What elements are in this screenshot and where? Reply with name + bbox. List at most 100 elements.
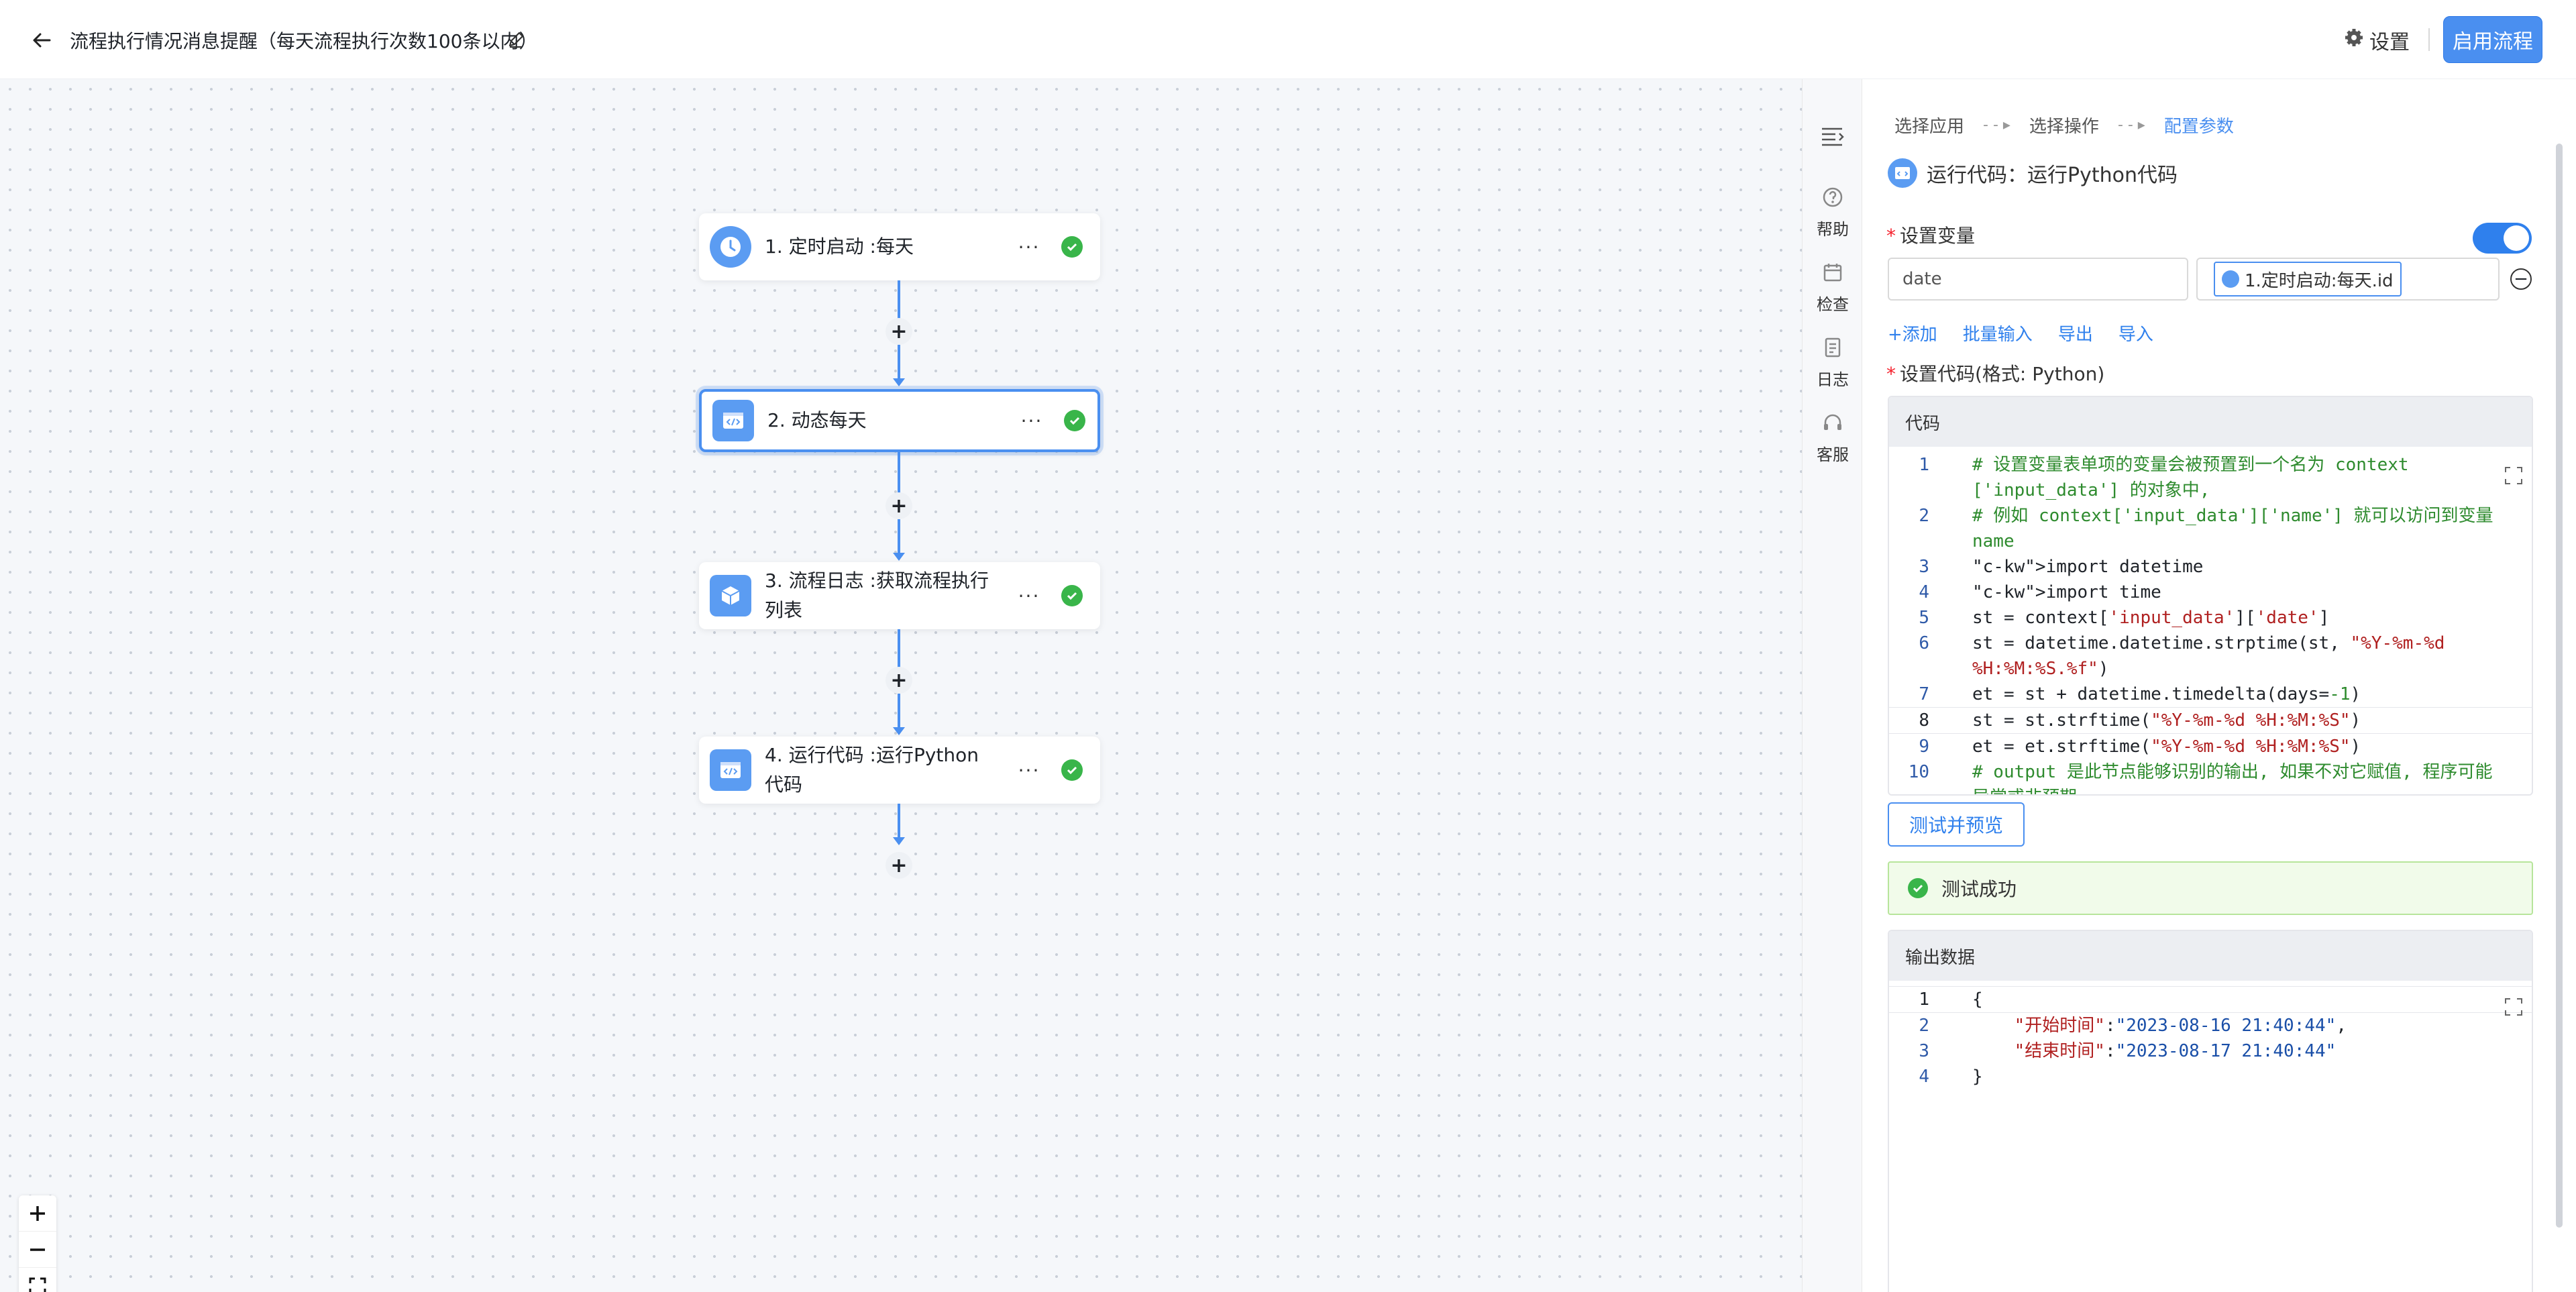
batch-input-link[interactable]: 批量输入: [1962, 325, 2033, 345]
variable-toggle[interactable]: [2473, 223, 2532, 254]
connector-arrow: [893, 837, 905, 845]
settings-label: 设置: [2369, 31, 2410, 54]
back-arrow-icon[interactable]: [27, 25, 56, 55]
code-icon: [1888, 158, 1917, 188]
line-text: name: [1972, 531, 2015, 551]
node-label: 3. 流程日志 :获取流程执行列表: [765, 570, 989, 621]
rail-label: 日志: [1817, 370, 1849, 389]
line-text: st = st.strftime("%Y-%m-%d %H:%M:%S"): [1972, 710, 2361, 731]
line-number: 1: [1919, 989, 1929, 1010]
enable-flow-button[interactable]: 启用流程: [2443, 16, 2542, 63]
flow-title: 流程执行情况消息提醒（每天流程执行次数100条以内）: [70, 30, 538, 52]
line-text: }: [1972, 1067, 1983, 1087]
line-text: ['input_data'] 的对象中,: [1972, 480, 2210, 500]
connector-arrow: [893, 378, 905, 386]
cube-icon: [710, 575, 751, 616]
import-link[interactable]: 导入: [2118, 325, 2153, 345]
success-alert: 测试成功: [1888, 861, 2533, 915]
code-icon: [712, 400, 754, 441]
settings-button[interactable]: 设置: [2344, 25, 2410, 55]
code-line: 10# output 是此节点能够识别的输出, 如果不对它赋值, 程序可能: [1889, 759, 2532, 785]
panel-scrollbar[interactable]: [2556, 144, 2563, 1228]
check-circle-icon: [1061, 759, 1083, 781]
variable-value-tag[interactable]: 1.定时启动:每天.id: [2214, 262, 2402, 297]
flow-node-2[interactable]: 2. 动态每天 ···: [699, 389, 1100, 452]
connector-line: [898, 519, 900, 553]
step-config-params[interactable]: 配置参数: [2163, 117, 2234, 137]
variable-value-field[interactable]: 1.定时启动:每天.id: [2196, 258, 2500, 301]
remove-variable-icon[interactable]: −: [2510, 268, 2532, 290]
rail-service[interactable]: 客服: [1803, 412, 1863, 465]
collapse-panel-icon[interactable]: [1803, 126, 1863, 148]
variable-name-field[interactable]: date: [1888, 258, 2188, 301]
step-breadcrumb: 选择应用 - - ▸ 选择操作 - - ▸ 配置参数: [1894, 113, 2234, 138]
run-code-label: 运行代码：运行Python代码: [1927, 164, 2178, 187]
flow-node-3[interactable]: 3. 流程日志 :获取流程执行列表 ···: [699, 562, 1100, 629]
flow-node-1[interactable]: 1. 定时启动 :每天 ···: [699, 213, 1100, 280]
flow-node-4[interactable]: 4. 运行代码 :运行Python代码 ···: [699, 737, 1100, 804]
connector-line: [898, 694, 900, 727]
variable-actions: +添加 批量输入 导出 导入: [1888, 321, 2153, 345]
line-number: 4: [1919, 1067, 1929, 1087]
flow-canvas[interactable]: 1. 定时启动 :每天 ··· + 2. 动态每天 ··· + 3. 流程日志 …: [0, 79, 1802, 1292]
config-panel: 选择应用 - - ▸ 选择操作 - - ▸ 配置参数 运行代码：运行Python…: [1862, 79, 2576, 1292]
add-variable-link[interactable]: +添加: [1888, 325, 1937, 345]
line-text: "开始时间":"2023-08-16 21:40:44",: [2014, 1016, 2347, 1036]
rail-label: 帮助: [1817, 220, 1849, 239]
test-preview-button[interactable]: 测试并预览: [1888, 802, 2025, 847]
expand-icon[interactable]: [2504, 466, 2524, 486]
export-link[interactable]: 导出: [2057, 325, 2093, 345]
connector-line: [898, 452, 900, 506]
more-options-icon[interactable]: ···: [1018, 235, 1040, 258]
add-step-button[interactable]: +: [885, 667, 912, 694]
rail-help[interactable]: 帮助: [1803, 186, 1863, 239]
add-step-button[interactable]: +: [885, 852, 912, 879]
edit-pencil-icon[interactable]: [504, 28, 527, 51]
code-line: %H:%M:%S.%f"): [1889, 656, 2532, 682]
code-header: 代码: [1889, 397, 2532, 447]
zoom-out-icon[interactable]: [19, 1232, 56, 1268]
fit-view-icon[interactable]: [19, 1268, 56, 1292]
code-line: 4}: [1889, 1064, 2532, 1089]
arrow-right-icon: - - ▸: [1983, 117, 2010, 133]
code-lines[interactable]: 1# 设置变量表单项的变量会被预置到一个名为 context['input_da…: [1889, 447, 2532, 794]
check-icon: [1822, 262, 1843, 287]
output-viewer[interactable]: 输出数据 1{2 "开始时间":"2023-08-16 21:40:44",3 …: [1888, 930, 2533, 1292]
connector-arrow: [893, 727, 905, 735]
add-step-button[interactable]: +: [885, 318, 912, 345]
output-header: 输出数据: [1889, 931, 2532, 981]
more-options-icon[interactable]: ···: [1018, 584, 1040, 607]
rail-check[interactable]: 检查: [1803, 262, 1863, 315]
rail-label: 检查: [1817, 295, 1849, 314]
code-icon: [710, 749, 751, 791]
line-number: 1: [1919, 455, 1929, 475]
line-text: # 例如 context['input_data']['name'] 就可以访问…: [1972, 506, 2493, 526]
check-circle-icon: [1061, 236, 1083, 258]
line-number: [1889, 478, 1943, 503]
step-select-action[interactable]: 选择操作: [2029, 117, 2099, 137]
zoom-in-icon[interactable]: [19, 1195, 56, 1232]
line-number: [1889, 785, 1943, 794]
line-number: 5: [1919, 608, 1929, 628]
expand-icon[interactable]: [2504, 997, 2524, 1017]
zoom-controls: [19, 1195, 56, 1292]
run-code-title: 运行代码：运行Python代码: [1888, 158, 2178, 188]
rail-log[interactable]: 日志: [1803, 337, 1863, 390]
code-line: name: [1889, 529, 2532, 554]
connector-line: [898, 804, 900, 840]
more-options-icon[interactable]: ···: [1020, 409, 1043, 432]
arrow-right-icon: - - ▸: [2117, 117, 2145, 133]
connector-arrow: [893, 553, 905, 561]
code-editor[interactable]: 代码 1# 设置变量表单项的变量会被预置到一个名为 context['input…: [1888, 396, 2533, 796]
add-step-button[interactable]: +: [885, 492, 912, 519]
clock-icon: [710, 226, 751, 268]
connector-line: [898, 345, 900, 378]
step-select-app[interactable]: 选择应用: [1894, 117, 1965, 137]
line-text: st = context['input_data']['date']: [1972, 608, 2330, 628]
rail-label: 客服: [1817, 445, 1849, 464]
more-options-icon[interactable]: ···: [1018, 759, 1040, 782]
code-line: ['input_data'] 的对象中,: [1889, 478, 2532, 503]
help-icon: [1822, 186, 1843, 212]
code-line: 2 "开始时间":"2023-08-16 21:40:44",: [1889, 1013, 2532, 1038]
